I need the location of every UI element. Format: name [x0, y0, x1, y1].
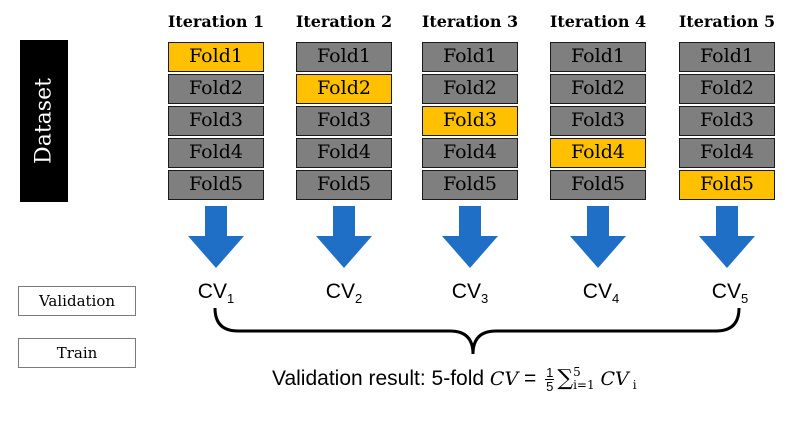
dataset-label: Dataset: [31, 78, 57, 164]
down-arrow-icon: [442, 206, 498, 268]
cv-subscript: 2: [354, 291, 363, 307]
train-fold: Fold5: [550, 170, 646, 200]
cv-base: CV: [451, 280, 481, 303]
validation-fold: Fold1: [168, 42, 264, 72]
down-arrow-icon: [316, 206, 372, 268]
train-fold: Fold4: [422, 138, 518, 168]
cv-subscript: 3: [480, 291, 489, 307]
train-fold: Fold4: [168, 138, 264, 168]
train-fold: Fold2: [550, 74, 646, 104]
train-fold: Fold5: [168, 170, 264, 200]
result-term-subscript: i: [632, 378, 637, 392]
iteration-title: Iteration 2: [295, 12, 393, 31]
cv-base: CV: [582, 280, 612, 303]
train-fold: Fold3: [296, 106, 392, 136]
cv-base: CV: [325, 280, 355, 303]
down-arrow-icon: [570, 206, 626, 268]
result-equals: =: [524, 367, 537, 390]
train-fold: Fold1: [550, 42, 646, 72]
cv-subscript: 1: [226, 291, 235, 307]
result-fraction: 1 5: [545, 364, 555, 394]
iteration-title: Iteration 1: [167, 12, 265, 31]
legend-train: Train: [18, 338, 136, 368]
down-arrow-icon: [188, 206, 244, 268]
legend-validation-label: Validation: [38, 292, 116, 310]
sum-upper: 5: [573, 365, 581, 380]
cv-subscript: 4: [611, 291, 620, 307]
validation-fold: Fold4: [550, 138, 646, 168]
legend-validation: Validation: [18, 286, 136, 316]
train-fold: Fold3: [168, 106, 264, 136]
train-fold: Fold4: [296, 138, 392, 168]
validation-fold: Fold5: [679, 170, 775, 200]
train-fold: Fold2: [168, 74, 264, 104]
cv-result-label: CV2: [309, 280, 379, 306]
iteration-title: Iteration 3: [421, 12, 519, 31]
fraction-numerator: 1: [545, 364, 555, 380]
train-fold: Fold5: [422, 170, 518, 200]
train-fold: Fold1: [422, 42, 518, 72]
result-prefix: Validation result: 5-fold: [272, 367, 485, 390]
train-fold: Fold5: [296, 170, 392, 200]
train-fold: Fold1: [296, 42, 392, 72]
dataset-label-box: Dataset: [20, 40, 68, 202]
train-fold: Fold2: [679, 74, 775, 104]
legend-train-label: Train: [56, 344, 98, 362]
validation-fold: Fold3: [422, 106, 518, 136]
sum-lower: i=1: [573, 378, 595, 393]
validation-fold: Fold2: [296, 74, 392, 104]
cv-result-label: CV3: [435, 280, 505, 306]
validation-result-formula: Validation result: 5-fold CV = 1 5 ∑ 5 i…: [272, 362, 772, 402]
sum-symbol: ∑: [557, 366, 574, 391]
train-fold: Fold3: [550, 106, 646, 136]
iteration-title: Iteration 4: [549, 12, 647, 31]
train-fold: Fold2: [422, 74, 518, 104]
train-fold: Fold3: [679, 106, 775, 136]
cv-grouping-brace: [213, 307, 741, 355]
cv-result-label: CV5: [695, 280, 765, 306]
result-cv-symbol: CV: [489, 368, 519, 390]
train-fold: Fold4: [679, 138, 775, 168]
fraction-denominator: 5: [546, 378, 554, 394]
train-fold: Fold1: [679, 42, 775, 72]
cv-subscript: 5: [740, 291, 749, 307]
cv-base: CV: [197, 280, 227, 303]
cv-base: CV: [711, 280, 741, 303]
cv-result-label: CV4: [566, 280, 636, 306]
result-term: CV: [600, 368, 629, 390]
down-arrow-icon: [699, 206, 755, 268]
sum-limits: 5 i=1: [573, 366, 595, 392]
cv-result-label: CV1: [181, 280, 251, 306]
iteration-title: Iteration 5: [678, 12, 776, 31]
